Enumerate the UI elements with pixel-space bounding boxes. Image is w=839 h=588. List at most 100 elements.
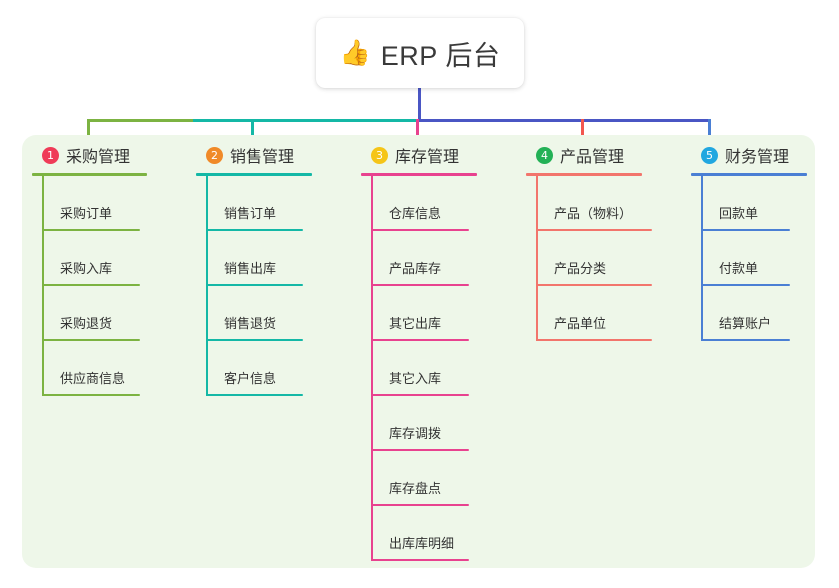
column-item-list: 销售订单销售出库销售退货客户信息 bbox=[196, 176, 312, 396]
list-item-label: 付款单 bbox=[719, 261, 759, 276]
list-item[interactable]: 采购订单 bbox=[32, 176, 147, 231]
column-item-list: 回款单付款单结算账户 bbox=[691, 176, 807, 341]
list-item-divider bbox=[371, 339, 469, 341]
column-item-list: 仓库信息产品库存其它出库其它入库库存调拨库存盘点出库库明细 bbox=[361, 176, 477, 561]
list-item[interactable]: 采购退货 bbox=[32, 286, 147, 341]
list-item[interactable]: 采购入库 bbox=[32, 231, 147, 286]
column-trunk-line bbox=[371, 176, 373, 561]
list-item[interactable]: 产品库存 bbox=[361, 231, 477, 286]
list-item-label: 销售订单 bbox=[224, 206, 277, 221]
list-item-divider bbox=[536, 229, 652, 231]
column-divider bbox=[32, 173, 147, 176]
column-number-badge: 1 bbox=[42, 146, 59, 164]
list-item-divider bbox=[701, 339, 790, 341]
column-header[interactable]: 1 采购管理 bbox=[32, 143, 147, 167]
list-item-label: 客户信息 bbox=[224, 371, 277, 386]
column-divider bbox=[691, 173, 807, 176]
list-item[interactable]: 客户信息 bbox=[196, 341, 312, 396]
list-item[interactable]: 库存调拨 bbox=[361, 396, 477, 451]
column-trunk-line bbox=[42, 176, 44, 396]
column-header[interactable]: 4 产品管理 bbox=[526, 143, 642, 167]
list-item-label: 采购入库 bbox=[60, 261, 113, 276]
column-item-list: 产品（物料）产品分类产品单位 bbox=[526, 176, 652, 341]
connector-root-stem bbox=[418, 88, 421, 121]
column-title: 库存管理 bbox=[395, 149, 460, 166]
list-item-label: 回款单 bbox=[719, 206, 759, 221]
root-title-card[interactable]: 👍 ERP 后台 bbox=[316, 18, 524, 88]
list-item-divider bbox=[371, 284, 469, 286]
list-item-divider bbox=[371, 449, 469, 451]
list-item[interactable]: 销售订单 bbox=[196, 176, 312, 231]
list-item-divider bbox=[701, 229, 790, 231]
list-item[interactable]: 供应商信息 bbox=[32, 341, 147, 396]
column-divider bbox=[526, 173, 642, 176]
column-number-badge: 3 bbox=[371, 146, 388, 164]
list-item[interactable]: 其它出库 bbox=[361, 286, 477, 341]
list-item[interactable]: 产品（物料） bbox=[526, 176, 652, 231]
list-item[interactable]: 产品单位 bbox=[526, 286, 652, 341]
thumbs-up-icon: 👍 bbox=[339, 38, 371, 67]
list-item-divider bbox=[701, 284, 790, 286]
list-item-label: 采购退货 bbox=[60, 316, 113, 331]
column-divider bbox=[361, 173, 477, 176]
list-item-label: 其它出库 bbox=[389, 316, 442, 331]
list-item-label: 产品单位 bbox=[554, 316, 607, 331]
column-divider bbox=[196, 173, 312, 176]
column-库存管理: 3 库存管理仓库信息产品库存其它出库其它入库库存调拨库存盘点出库库明细 bbox=[361, 143, 477, 561]
list-item-label: 仓库信息 bbox=[389, 206, 442, 221]
list-item-divider bbox=[536, 339, 652, 341]
column-number-badge: 5 bbox=[701, 146, 718, 164]
list-item[interactable]: 付款单 bbox=[691, 231, 807, 286]
list-item-divider bbox=[42, 394, 140, 396]
list-item-divider bbox=[371, 394, 469, 396]
column-采购管理: 1 采购管理采购订单采购入库采购退货供应商信息 bbox=[32, 143, 147, 396]
list-item[interactable]: 出库库明细 bbox=[361, 506, 477, 561]
list-item-divider bbox=[42, 284, 140, 286]
list-item-divider bbox=[42, 339, 140, 341]
connector-bus-teal bbox=[193, 119, 421, 122]
column-title: 产品管理 bbox=[560, 149, 625, 166]
list-item-label: 供应商信息 bbox=[60, 371, 126, 386]
column-财务管理: 5 财务管理回款单付款单结算账户 bbox=[691, 143, 807, 341]
list-item[interactable]: 产品分类 bbox=[526, 231, 652, 286]
column-header[interactable]: 2 销售管理 bbox=[196, 143, 312, 167]
list-item-label: 采购订单 bbox=[60, 206, 113, 221]
column-trunk-line bbox=[206, 176, 208, 396]
list-item[interactable]: 库存盘点 bbox=[361, 451, 477, 506]
column-title: 财务管理 bbox=[725, 149, 790, 166]
list-item-divider bbox=[206, 284, 303, 286]
list-item-label: 销售退货 bbox=[224, 316, 277, 331]
list-item-divider bbox=[371, 229, 469, 231]
list-item[interactable]: 仓库信息 bbox=[361, 176, 477, 231]
column-trunk-line bbox=[701, 176, 703, 341]
column-title: 采购管理 bbox=[66, 149, 131, 166]
column-title: 销售管理 bbox=[230, 149, 295, 166]
list-item[interactable]: 销售出库 bbox=[196, 231, 312, 286]
column-header[interactable]: 5 财务管理 bbox=[691, 143, 807, 167]
list-item-label: 结算账户 bbox=[719, 316, 772, 331]
list-item-label: 销售出库 bbox=[224, 261, 277, 276]
list-item[interactable]: 回款单 bbox=[691, 176, 807, 231]
column-item-list: 采购订单采购入库采购退货供应商信息 bbox=[32, 176, 147, 396]
column-trunk-line bbox=[536, 176, 538, 341]
list-item-divider bbox=[206, 394, 303, 396]
list-item-label: 其它入库 bbox=[389, 371, 442, 386]
column-number-badge: 4 bbox=[536, 146, 553, 164]
column-header[interactable]: 3 库存管理 bbox=[361, 143, 477, 167]
list-item-divider bbox=[371, 504, 469, 506]
content-panel bbox=[22, 135, 815, 568]
list-item[interactable]: 结算账户 bbox=[691, 286, 807, 341]
list-item-divider bbox=[206, 339, 303, 341]
column-number-badge: 2 bbox=[206, 146, 223, 164]
list-item-label: 库存调拨 bbox=[389, 426, 442, 441]
list-item-label: 产品库存 bbox=[389, 261, 442, 276]
list-item[interactable]: 销售退货 bbox=[196, 286, 312, 341]
column-产品管理: 4 产品管理产品（物料）产品分类产品单位 bbox=[526, 143, 652, 341]
list-item-label: 出库库明细 bbox=[389, 536, 455, 551]
page-title: ERP 后台 bbox=[380, 40, 501, 71]
list-item-divider bbox=[536, 284, 652, 286]
list-item[interactable]: 其它入库 bbox=[361, 341, 477, 396]
column-销售管理: 2 销售管理销售订单销售出库销售退货客户信息 bbox=[196, 143, 312, 396]
list-item-label: 库存盘点 bbox=[389, 481, 442, 496]
list-item-divider bbox=[42, 229, 140, 231]
